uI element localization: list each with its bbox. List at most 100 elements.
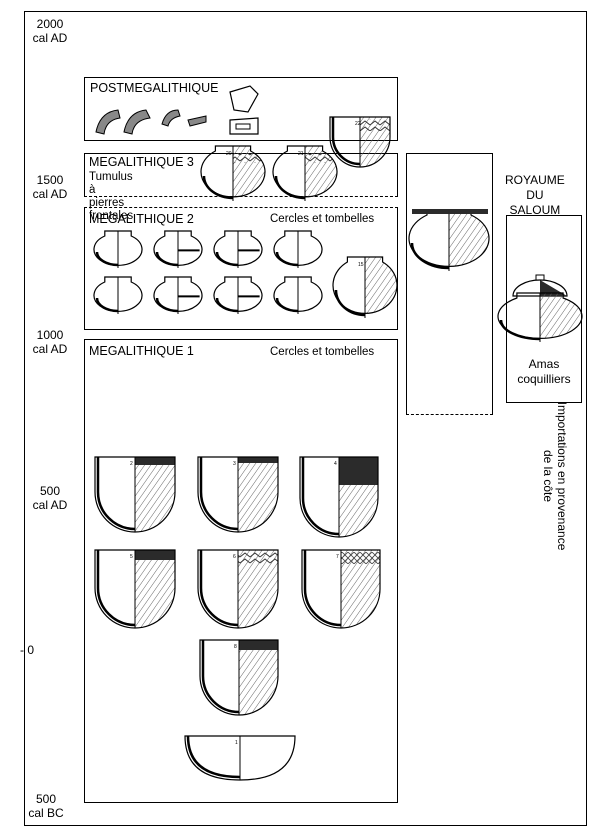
vessel-outline [200, 145, 266, 198]
vessel-number: 4 [334, 461, 337, 467]
vessel-motif [233, 153, 265, 163]
vessel-lid-knob [535, 274, 545, 281]
phase-box-megalithique2 [84, 207, 398, 330]
vessel-rim-band [239, 640, 278, 650]
vessel-motif [360, 119, 390, 131]
vessel-number: 21 [298, 151, 304, 157]
vessel-motif [305, 153, 337, 163]
vessel-number: 15 [358, 262, 364, 268]
phase-label-amas-coquilliers: Amas coquilliers [517, 357, 571, 386]
vessel-outline [94, 456, 176, 533]
vessel-decoration [135, 457, 175, 532]
sherd-drawing [161, 109, 181, 127]
vessel-wall-profile [95, 251, 119, 267]
vessel-wall-profile [155, 251, 179, 267]
vessel-wall-profile [303, 550, 342, 627]
phase-label-royaume-du-saloum: ROYAUME DU SALOUM [505, 173, 565, 217]
vessel-outline [329, 116, 391, 168]
phase-title-megalithique3: MEGALITHIQUE 3 [89, 155, 194, 169]
vessel-outline [93, 276, 143, 312]
vessel-wall-profile [199, 550, 239, 627]
vessel-number: 1 [235, 740, 238, 746]
vessel-outline [197, 549, 279, 629]
vessel-wall-profile [199, 457, 239, 531]
phase-title-megalithique2: MEGALITHIQUE 2 [89, 212, 194, 226]
vessel-wall-profile [275, 251, 299, 267]
vessel-wall-profile [215, 251, 239, 267]
vessel-rim-band [238, 457, 278, 463]
phase-title-postmegalithique: POSTMEGALITHIQUE [90, 81, 219, 95]
figure-frame [24, 11, 587, 826]
vessel-number: 20 [226, 151, 232, 157]
vessel-rim-band [135, 457, 175, 465]
vessel-wall-profile [201, 640, 240, 714]
vessel-number: 22 [355, 121, 361, 127]
vessel-outline [94, 549, 176, 629]
vessel-wall-profile [274, 175, 306, 200]
stone-object-drawing [229, 85, 259, 113]
phase-box-postmegalithique [84, 77, 398, 141]
vessel-wall-profile [499, 319, 541, 341]
vessel-rim-band [135, 550, 175, 560]
vessel-outline [213, 276, 263, 312]
vessel-decoration [540, 293, 582, 339]
sherd-drawing [187, 115, 207, 127]
vessel-wall-profile [331, 117, 361, 166]
vessel-wall-profile [275, 297, 299, 313]
sherd-drawing [95, 109, 121, 135]
time-label-500-ad: 500 cal AD [32, 484, 68, 512]
stone-object-drawing [229, 117, 259, 135]
time-label-500-bc: 500 cal BC [28, 792, 64, 820]
vessel-wall-profile [96, 457, 136, 531]
stone-object-detail [235, 123, 251, 130]
vessel-outline [273, 276, 323, 312]
vessel-decoration [238, 457, 278, 532]
phase-subtitle-megalithique2: Cercles et tombelles [270, 213, 375, 225]
vessel-rim-band [339, 457, 378, 485]
vessel-wall-profile [202, 175, 234, 200]
vessel-number: 7 [336, 554, 339, 560]
vessel-outline [301, 549, 381, 629]
vessel-number: 6 [233, 554, 236, 560]
vessel-outline [153, 230, 203, 266]
vessel-outline [153, 276, 203, 312]
vessel-outline [408, 209, 490, 267]
vessel-wall-profile [301, 457, 340, 536]
vessel-outline [332, 256, 398, 314]
phase-box-amas-coquilliers [506, 215, 582, 403]
time-label-1500-ad: 1500 cal AD [32, 173, 68, 201]
vessel-decoration [135, 550, 175, 628]
vessel-outline [93, 230, 143, 266]
vessel-number: 2 [130, 461, 133, 467]
phase-box-megalithique1 [84, 339, 398, 803]
phase-subtitle-megalithique3: Tumulus à pierres frontales [89, 171, 134, 222]
vessel-outline [497, 292, 583, 339]
phase-title-megalithique1: MEGALITHIQUE 1 [89, 344, 194, 358]
vessel-number: 5 [130, 554, 133, 560]
vessel-outline [299, 456, 379, 538]
vessel-lid-decoration [540, 280, 567, 296]
time-label-zero: - 0 [20, 643, 35, 657]
vessel-wall-profile [155, 297, 179, 313]
vessel-wall-profile [410, 242, 450, 270]
vessel-motif [341, 552, 380, 564]
phase-subtitle-megalithique1: Cercles et tombelles [270, 346, 375, 358]
vessel-wall-profile [95, 297, 119, 313]
vessel-number: 3 [233, 461, 236, 467]
vessel-outline [273, 230, 323, 266]
vessel-wall-profile [96, 550, 136, 627]
vessel-outline [197, 456, 279, 533]
vessel-outline [213, 230, 263, 266]
time-label-2000-ad: 2000 cal AD [32, 17, 68, 45]
vessel-outline [199, 639, 279, 716]
vessel-number: 8 [234, 644, 237, 650]
vessel-wall-profile [334, 289, 366, 317]
phase-box-royaume-du-saloum [406, 153, 493, 415]
vessel-wall-profile [186, 735, 241, 779]
vessel-motif [238, 552, 278, 564]
vessel-rim-band [412, 209, 488, 214]
sherd-drawing [123, 109, 151, 135]
vessel-outline [272, 145, 338, 198]
vessel-decoration [239, 640, 278, 715]
